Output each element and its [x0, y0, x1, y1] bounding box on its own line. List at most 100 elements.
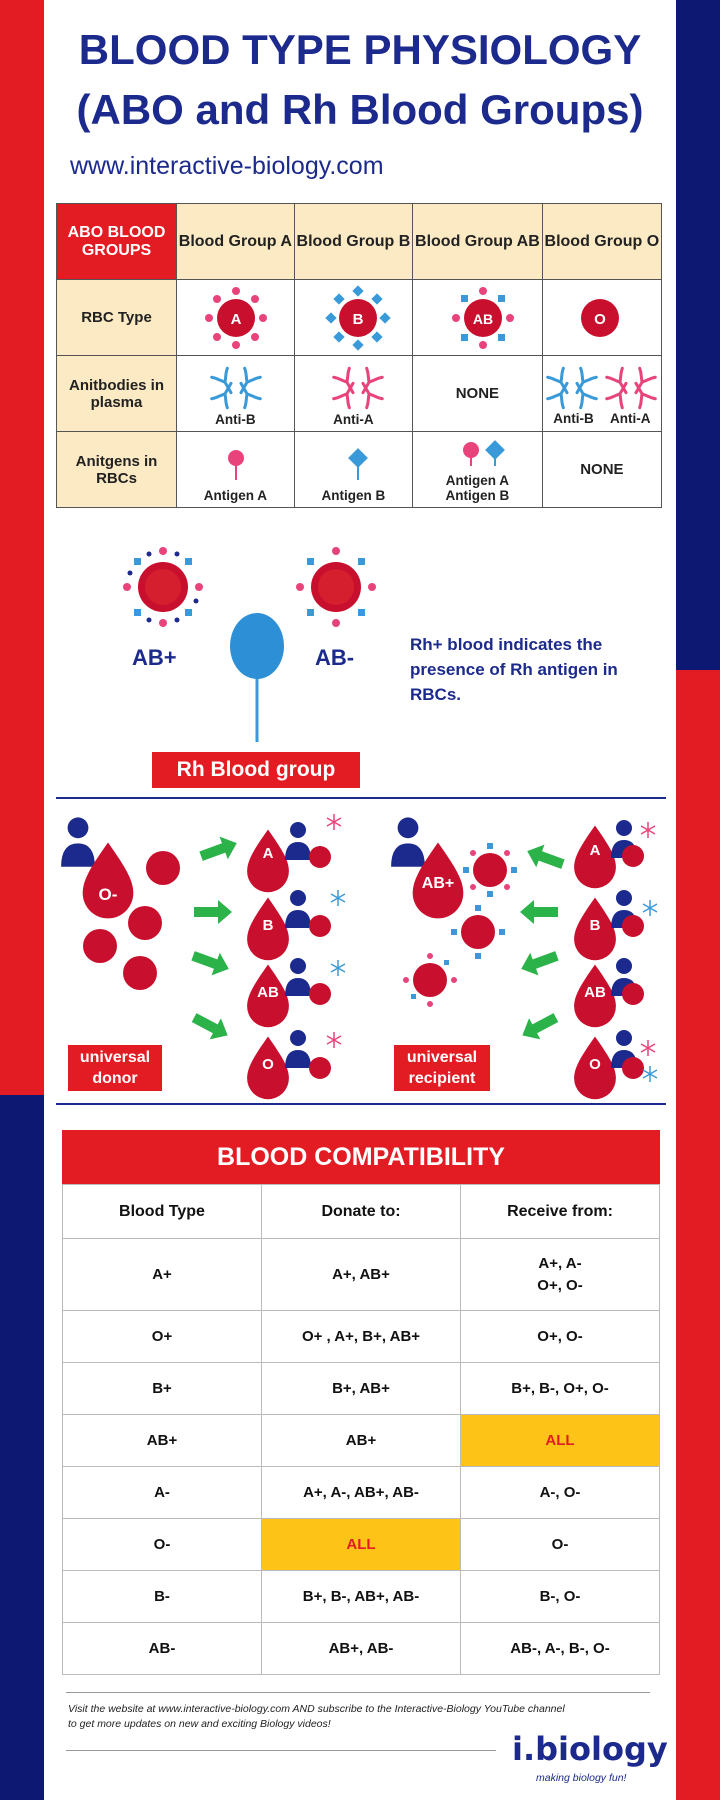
donor-target-b: B	[263, 917, 274, 934]
col-group-a: Blood Group A	[176, 203, 295, 280]
cell-receive-from: O-	[460, 1518, 660, 1571]
right-red-bar	[676, 670, 720, 1800]
receive-line: O+, O-	[537, 1276, 583, 1294]
rbc-o-icon: O	[581, 299, 619, 337]
cell-receive-from: O+, O-	[460, 1310, 660, 1363]
donor-target-a: A	[263, 845, 274, 862]
row-antibodies: Anitbodies in plasma	[56, 355, 177, 432]
table-row: AB+ AB+ ALL	[62, 1414, 660, 1467]
rh-antigen-icon	[230, 613, 284, 742]
cell-donate-to: B+, AB+	[261, 1362, 461, 1415]
donor-label-line1: universal	[79, 1049, 151, 1066]
anti-b-icon	[210, 366, 262, 410]
cell-blood-type: O-	[62, 1518, 262, 1571]
left-red-bar	[0, 0, 44, 1095]
right-navy-bar	[676, 0, 720, 670]
donor-target-ab: AB	[257, 984, 279, 1001]
recipient-person-icon	[391, 817, 425, 867]
rbc-a-icon: A	[205, 287, 267, 349]
cell-receive-from: AB-, A-, B-, O-	[460, 1622, 660, 1675]
cell-receive-from: A+, A- O+, O-	[460, 1238, 660, 1311]
antigen-label: Antigen A	[203, 488, 267, 503]
col-group-o: Blood Group O	[541, 203, 663, 280]
footer-note: Visit the website at www.interactive-bio…	[68, 1702, 568, 1732]
recipient-label-line2: recipient	[408, 1070, 476, 1087]
universal-donor-label: universal donor	[68, 1045, 162, 1091]
donor-label-line2: donor	[92, 1070, 138, 1087]
col-group-ab: Blood Group AB	[412, 203, 543, 280]
recipient-source-group	[574, 820, 658, 1100]
ab-positive-label: AB+	[132, 645, 177, 670]
footer-divider	[66, 1750, 496, 1751]
cell-blood-type: AB-	[62, 1622, 262, 1675]
recipient-label-line1: universal	[406, 1049, 478, 1066]
donor-arrows	[188, 831, 241, 1046]
universal-recipient-label: universal recipient	[394, 1045, 490, 1091]
donor-target-group	[247, 813, 346, 1100]
logo-tagline: making biology fun!	[536, 1772, 627, 1784]
antibody-cell-ab: NONE	[412, 355, 543, 432]
abo-table: ABO BLOOD GROUPS Blood Group A Blood Gro…	[56, 203, 663, 508]
ibiology-logo[interactable]: i.biology	[512, 1730, 668, 1768]
antibody-label: Anti-B	[215, 412, 256, 427]
cell-donate-to: B+, B-, AB+, AB-	[261, 1570, 461, 1623]
recipient-drop-label: AB+	[422, 875, 454, 892]
recipient-arrows	[516, 839, 568, 1046]
antibody-label: Anti-A	[333, 412, 374, 427]
rbc-label-o: O	[594, 311, 606, 328]
cell-receive-from: B-, O-	[460, 1570, 660, 1623]
cell-donate-to: AB+, AB-	[261, 1622, 461, 1675]
compatibility-table: Blood Type Donate to: Receive from: A+ A…	[62, 1184, 660, 1675]
anti-b-icon-o	[546, 366, 598, 410]
footer-note-line2: to get more updates on new and exciting …	[68, 1718, 331, 1730]
table-row: B- B+, B-, AB+, AB- B-, O-	[62, 1570, 660, 1623]
rbc-label-ab: AB	[473, 311, 493, 327]
antigen-cell-o: NONE	[541, 431, 663, 508]
table-row: B+ B+, AB+ B+, B-, O+, O-	[62, 1362, 660, 1415]
cell-receive-from: B+, B-, O+, O-	[460, 1362, 660, 1415]
rbc-ab-icon: AB	[452, 287, 514, 349]
antigen-ab-icon	[463, 440, 505, 466]
table-row: O- ALL O-	[62, 1518, 660, 1571]
header-receive-from: Receive from:	[460, 1184, 660, 1239]
rh-note: Rh+ blood indicates the presence of Rh a…	[410, 635, 618, 704]
cell-blood-type: AB+	[62, 1414, 262, 1467]
abo-corner-header: ABO BLOOD GROUPS	[56, 203, 177, 280]
recipient-source-o: O	[589, 1056, 601, 1073]
cell-blood-type: B+	[62, 1362, 262, 1415]
antigen-a-icon	[228, 450, 244, 480]
section-divider	[56, 797, 666, 799]
recipient-source-ab: AB	[584, 984, 606, 1001]
recipient-source-b: B	[590, 917, 601, 934]
antigen-cell-b: Antigen B	[293, 431, 414, 508]
receive-line: A+, A-	[538, 1254, 582, 1272]
table-row: A- A+, A-, AB+, AB- A-, O-	[62, 1466, 660, 1519]
recipient-cells	[403, 843, 517, 1007]
antibody-label: Anti-A	[609, 411, 651, 426]
donor-target-o: O	[262, 1056, 274, 1073]
cell-blood-type: A-	[62, 1466, 262, 1519]
rbc-b-icon: B	[325, 285, 391, 351]
cell-donate-to: O+ , A+, B+, AB+	[261, 1310, 461, 1363]
cell-donate-all-highlight: ALL	[261, 1518, 461, 1571]
website-link[interactable]: www.interactive-biology.com	[70, 152, 384, 180]
donor-person-icon	[61, 817, 95, 867]
recipient-source-a: A	[590, 842, 601, 859]
rbc-label-a: A	[231, 311, 242, 328]
rh-blood-group-label: Rh Blood group	[152, 752, 360, 788]
left-navy-bar	[0, 1095, 44, 1800]
antigen-label: Antigen B	[445, 488, 510, 503]
table-row: O+ O+ , A+, B+, AB+ O+, O-	[62, 1310, 660, 1363]
cell-receive-all-highlight: ALL	[460, 1414, 660, 1467]
donor-drop-label: O-	[99, 885, 118, 904]
anti-a-icon-o	[605, 366, 657, 410]
cell-donate-to: A+, AB+	[261, 1238, 461, 1311]
footer-divider	[66, 1692, 650, 1693]
cell-donate-to: AB+	[261, 1414, 461, 1467]
header-blood-type: Blood Type	[62, 1184, 262, 1239]
table-row: A+ A+, AB+ A+, A- O+, O-	[62, 1238, 660, 1311]
cell-blood-type: A+	[62, 1238, 262, 1311]
header-donate-to: Donate to:	[261, 1184, 461, 1239]
